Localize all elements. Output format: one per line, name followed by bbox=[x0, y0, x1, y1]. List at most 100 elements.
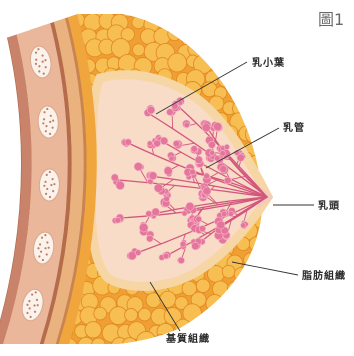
lobule bbox=[154, 140, 161, 147]
label-stroma: 基質組織 bbox=[165, 332, 210, 345]
fat-globule bbox=[157, 11, 175, 29]
fat-globule bbox=[257, 114, 270, 127]
fat-globule bbox=[85, 322, 101, 338]
label-nipple: 乳頭 bbox=[318, 199, 340, 212]
fat-globule bbox=[168, 53, 187, 72]
fat-globule bbox=[133, 44, 145, 56]
fat-globule bbox=[226, 29, 239, 42]
fat-globule bbox=[245, 26, 263, 44]
fat-globule bbox=[248, 318, 267, 337]
label-lobule: 乳小葉 bbox=[252, 56, 285, 69]
fat-globule bbox=[246, 96, 264, 114]
lobule bbox=[146, 211, 152, 217]
fat-globule bbox=[260, 0, 275, 14]
lobule bbox=[149, 172, 157, 180]
lobule bbox=[135, 250, 141, 256]
fat-globule bbox=[78, 337, 94, 353]
fat-globule bbox=[261, 278, 278, 295]
fat-globule bbox=[209, 43, 224, 58]
lobule bbox=[208, 141, 215, 148]
fat-globule bbox=[125, 309, 138, 322]
lobule bbox=[203, 187, 211, 195]
fat-globule bbox=[247, 291, 265, 309]
fat-globule bbox=[231, 308, 246, 323]
fat-globule bbox=[168, 27, 181, 40]
fat-globule bbox=[237, 12, 254, 29]
fat-globule bbox=[197, 1, 216, 20]
lobule bbox=[220, 166, 227, 173]
lobule bbox=[186, 202, 194, 210]
fat-globule bbox=[232, 71, 247, 86]
lobule bbox=[164, 167, 172, 175]
fat-globule bbox=[243, 1, 260, 18]
fat-globule bbox=[206, 295, 224, 313]
fat-globule bbox=[201, 31, 216, 46]
lobule bbox=[237, 154, 245, 162]
fat-globule bbox=[267, 153, 281, 167]
fat-globule bbox=[213, 0, 229, 14]
fat-globule bbox=[268, 127, 281, 140]
lobule bbox=[190, 169, 196, 175]
fat-globule bbox=[227, 57, 242, 72]
fat-globule bbox=[221, 322, 235, 336]
fat-globule bbox=[247, 112, 262, 127]
fat-globule bbox=[61, 0, 76, 14]
fat-globule bbox=[262, 296, 279, 313]
fat-globule bbox=[268, 242, 281, 255]
lobule bbox=[204, 173, 210, 179]
fat-globule bbox=[228, 282, 242, 296]
fat-globule bbox=[269, 71, 282, 84]
lobule bbox=[180, 241, 186, 247]
fat-globule bbox=[245, 84, 261, 100]
fat-globule bbox=[34, 1, 49, 16]
fat-globule bbox=[146, 293, 161, 308]
fat-globule bbox=[217, 31, 231, 45]
fat-globule bbox=[137, 332, 156, 351]
label-duct: 乳管 bbox=[283, 121, 305, 134]
lobule bbox=[164, 196, 170, 202]
lobule bbox=[182, 211, 187, 216]
anatomy-illustration bbox=[0, 0, 283, 356]
fat-globule bbox=[219, 17, 234, 32]
lobule bbox=[184, 122, 190, 128]
lobule bbox=[163, 253, 169, 259]
lobule bbox=[169, 156, 174, 161]
fat-globule bbox=[230, 333, 248, 351]
label-fat-tissue: 脂肪組織 bbox=[301, 269, 346, 282]
fat-globule bbox=[242, 339, 255, 352]
lobule bbox=[125, 139, 132, 146]
lobule bbox=[160, 137, 168, 145]
fat-globule bbox=[219, 296, 236, 313]
fat-globule bbox=[202, 311, 216, 325]
fat-globule bbox=[169, 0, 183, 14]
fat-globule bbox=[94, 307, 107, 320]
fat-globule bbox=[132, 16, 145, 29]
fat-globule bbox=[193, 14, 211, 32]
lobule bbox=[195, 156, 203, 164]
fat-globule bbox=[262, 12, 277, 27]
lobule bbox=[146, 235, 153, 242]
fat-globule bbox=[254, 337, 273, 356]
lobule bbox=[241, 223, 246, 228]
fat-globule bbox=[244, 280, 261, 297]
fat-globule bbox=[188, 41, 204, 57]
fat-globule bbox=[251, 41, 267, 57]
fat-globule bbox=[235, 292, 250, 307]
fat-globule bbox=[260, 312, 273, 325]
fat-globule bbox=[203, 18, 216, 31]
fat-globule bbox=[234, 267, 248, 281]
fat-globule bbox=[219, 44, 236, 61]
fat-globule bbox=[211, 336, 227, 352]
lobule bbox=[228, 211, 233, 216]
fat-globule bbox=[263, 102, 277, 116]
fat-globule bbox=[81, 0, 97, 14]
fat-globule bbox=[248, 11, 267, 30]
lobule bbox=[214, 122, 222, 130]
chest-wall bbox=[0, 14, 92, 350]
fat-globule bbox=[262, 223, 276, 237]
lobule bbox=[202, 124, 210, 132]
fat-globule bbox=[84, 14, 101, 31]
fat-globule bbox=[229, 0, 247, 17]
lobule bbox=[154, 184, 163, 193]
lobule bbox=[134, 162, 142, 170]
